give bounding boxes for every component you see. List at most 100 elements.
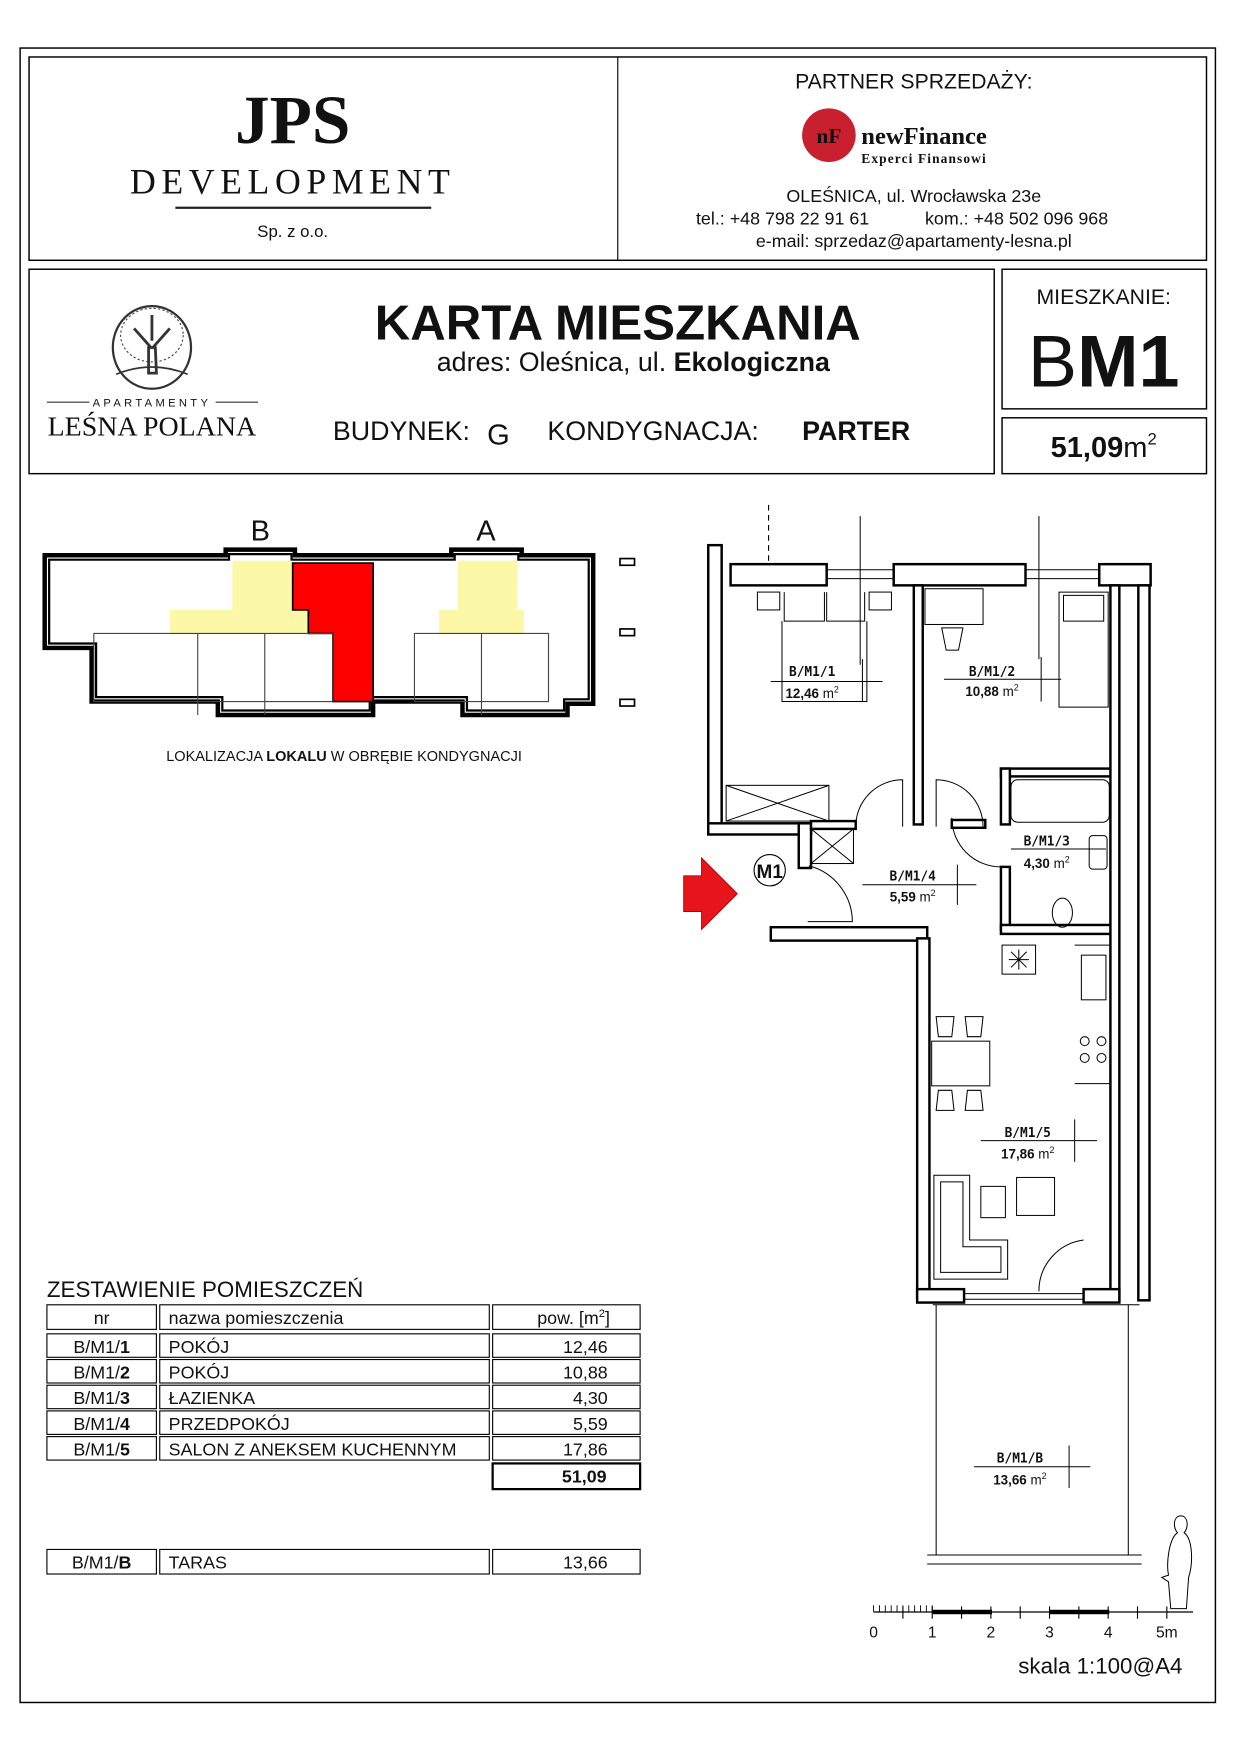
terrace-nr: B/M1/B (72, 1552, 132, 1572)
room-area: 10,88 (563, 1363, 608, 1383)
sink-icon (1088, 835, 1108, 870)
header: JPS DEVELOPMENT Sp. z o.o. PARTNER SPRZE… (28, 56, 1208, 262)
stairwell-b-area (169, 560, 309, 634)
doors (807, 779, 1084, 1292)
apartment-area: 51,09m2 (1051, 430, 1157, 464)
tree-ground (115, 366, 188, 376)
table-header: nr nazwa pomieszczenia pow. [m2] (46, 1304, 641, 1330)
dining-table (931, 1040, 991, 1087)
apartment-area-unit: m (1123, 432, 1147, 464)
floor-value: PARTER (802, 416, 910, 446)
room-label-terrace: B/M1/B (997, 1451, 1044, 1466)
cell-nr (46, 1358, 157, 1384)
coffee-table (980, 1185, 1006, 1219)
bed-room2 (1058, 591, 1109, 708)
walls (707, 543, 1152, 1304)
lesna-polana-logo: APARTAMENTY LEŚNA POLANA (46, 304, 259, 443)
room-nr: B/M1/5 (73, 1440, 130, 1460)
partner-label: PARTNER SPRZEDAŻY: (795, 69, 1032, 93)
door-entrance (807, 865, 853, 923)
scale-tick-label: 3 (1045, 1625, 1054, 1642)
entrance-label: M1 (757, 862, 784, 883)
tree-trunk (133, 315, 171, 375)
title-section: APARTAMENTY LEŚNA POLANA KARTA MIESZKANI… (28, 268, 995, 475)
cell-name (159, 1436, 490, 1461)
rooms-table: ZESTAWIENIE POMIESZCZEŃ nr nazwa pomiesz… (46, 1277, 642, 1575)
cell-name (159, 1358, 490, 1384)
apartment-area-value: 51,09 (1051, 432, 1124, 464)
title-box (28, 268, 995, 475)
newfinance-tagline: Experci Finansowi (861, 151, 987, 166)
terrace-outline (927, 1304, 1142, 1565)
partner-email[interactable]: e-mail: sprzedaz@apartamenty-lesna.pl (756, 231, 1072, 251)
stove-icon (1079, 1036, 1090, 1047)
room-label-5: B/M1/5 (1005, 1126, 1051, 1141)
partner-phone[interactable]: tel.: +48 798 22 91 61 (696, 209, 869, 229)
scale-tick-label: 0 (869, 1625, 878, 1642)
sofa (933, 1174, 1009, 1280)
room-nr: B/M1/2 (73, 1363, 130, 1383)
building-value: G (487, 420, 510, 452)
apartment-code-main: M1 (1077, 320, 1179, 403)
room-area-3: 4,30 m2 (1024, 854, 1070, 871)
bed-room1 (781, 592, 868, 703)
apartment-area-box (1001, 417, 1208, 475)
armchair (1016, 1176, 1056, 1216)
header-nr: nr (94, 1308, 110, 1328)
room-name: POKÓJ (169, 1336, 230, 1357)
total-area: 51,09 (562, 1466, 607, 1486)
apartment-code: BM1 (1028, 320, 1180, 403)
stairwell-a-area (439, 560, 524, 634)
toilet-icon (1051, 897, 1073, 928)
newfinance-badge-icon (802, 108, 856, 162)
page-frame (19, 47, 1217, 1704)
room-nr: B/M1/1 (73, 1337, 130, 1357)
floor-label: KONDYGNACJA: (547, 416, 758, 446)
apartment-area-sup: 2 (1147, 430, 1156, 449)
caption-post: W OBRĘBIE KONDYGNACJI (327, 749, 522, 765)
site-marker (619, 628, 636, 637)
partner-address: OLEŚNICA, ul. Wrocławska 23e (786, 185, 1041, 206)
door-terrace (1038, 1239, 1084, 1292)
chair (941, 627, 964, 651)
address-street: Ekologiczna (674, 347, 831, 377)
card-title: KARTA MIESZKANIA (375, 297, 861, 351)
room-nr: B/M1/3 (73, 1388, 130, 1408)
room-name: ŁAZIENKA (169, 1388, 255, 1408)
kitchen-counter (1074, 944, 1111, 1085)
units-b (93, 632, 334, 715)
cell-area (492, 1436, 641, 1461)
bathtub-icon (1010, 779, 1110, 823)
site-marker (619, 698, 636, 707)
terrace-area: 13,66 (563, 1552, 608, 1572)
caption-bold: LOKALU (266, 749, 326, 765)
caption-pre: LOKALIZACJA (166, 749, 266, 765)
scale-tick-label: 2 (987, 1625, 996, 1642)
site-plan-caption: LOKALIZACJA LOKALU W OBRĘBIE KONDYGNACJI (166, 749, 522, 765)
partner-mobile[interactable]: kom.: +48 502 096 968 (925, 209, 1108, 229)
header-name: nazwa pomieszczenia (169, 1308, 344, 1328)
room-label-3: B/M1/3 (1024, 835, 1070, 850)
cell-area (492, 1410, 641, 1435)
stairwell-label-b: B (251, 516, 270, 548)
developer-logo-sub: DEVELOPMENT (130, 161, 455, 201)
scale-tick-label: 1 (928, 1625, 937, 1642)
stairwell-label-a: A (476, 516, 496, 548)
scale-tick-label: 4 (1104, 1625, 1113, 1642)
scale-label: skala 1:100@A4 (1018, 1653, 1182, 1678)
table-row: B/M1/3 ŁAZIENKA 4,30 (46, 1384, 641, 1410)
room-label-2: B/M1/2 (969, 665, 1015, 680)
room-area-1: 12,46 m2 (785, 685, 838, 702)
fridge (1001, 944, 1037, 975)
room-area: 4,30 (573, 1388, 608, 1408)
fridge-icon (1008, 949, 1029, 970)
cell-name (159, 1384, 490, 1410)
site-plan: B A LOKALIZACJA LOKALU W OBRĘBIE KONDYGN… (42, 516, 636, 765)
